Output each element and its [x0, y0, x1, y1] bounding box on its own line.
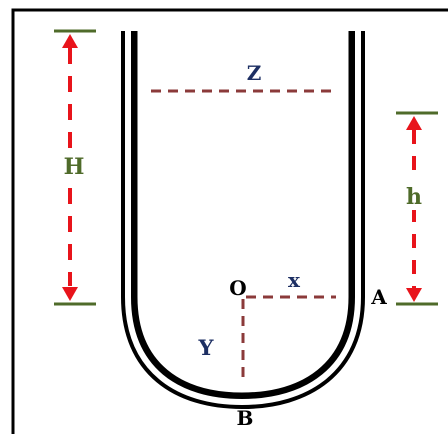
u-tube-channel — [125, 31, 361, 406]
B-label: B — [237, 406, 254, 430]
A-label: A — [370, 285, 387, 309]
H-label-bg — [58, 150, 86, 180]
H-label: H — [64, 154, 85, 180]
h-label-bg — [402, 178, 428, 210]
x-label: x — [288, 268, 301, 292]
O-label: O — [229, 276, 246, 300]
diagram-frame — [11, 8, 448, 434]
h-arrow-head-top — [406, 116, 422, 130]
Z-label: Z — [247, 61, 262, 85]
h-arrow-head-bottom — [406, 288, 422, 302]
H-arrow-head-bottom — [62, 287, 78, 301]
h-label: h — [406, 184, 422, 210]
Y-label: Y — [198, 335, 215, 360]
u-tube-inner-wall — [134, 31, 352, 396]
H-arrow-head-top — [62, 34, 78, 48]
u-tube-outer-wall — [121, 31, 365, 410]
